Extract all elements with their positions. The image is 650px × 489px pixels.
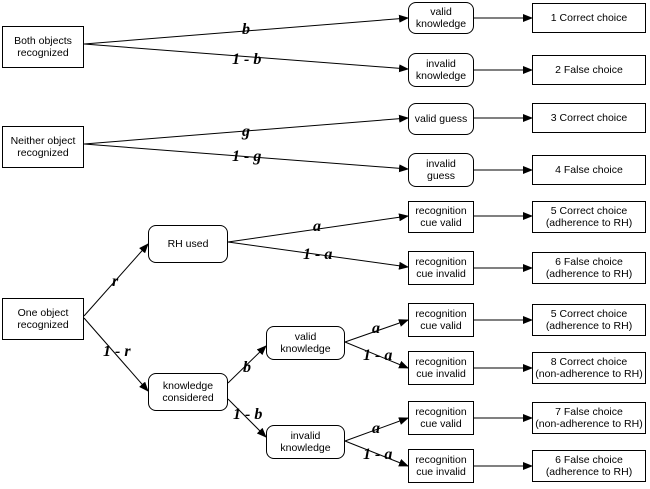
node-recognition-cue-valid-3: recognition cue valid	[408, 401, 474, 435]
node-neither-recognized: Neither object recognized	[2, 126, 84, 168]
node-recognition-cue-valid-1: recognition cue valid	[408, 201, 474, 233]
node-recognition-cue-invalid-2: recognition cue invalid	[408, 351, 474, 385]
node-recognition-cue-invalid-1: recognition cue invalid	[408, 251, 474, 285]
edge-kc-vk	[227, 345, 267, 384]
node-rh-used: RH used	[148, 225, 228, 263]
prob-label-b-top: b	[242, 21, 250, 38]
node-knowledge-considered: knowledge considered	[148, 373, 228, 411]
edge-rh-rci	[227, 241, 409, 270]
outcome-4-false: 4 False choice	[532, 155, 646, 185]
edge-vk-rcv2	[344, 319, 409, 343]
prob-label-b-low: b	[243, 359, 251, 376]
node-valid-guess: valid guess	[408, 103, 474, 135]
edge-both-invalid	[83, 43, 409, 73]
node-invalid-guess: invalid guess	[408, 153, 474, 187]
prob-label-one-minus-b-low: 1 - b	[233, 406, 263, 423]
prob-label-one-minus-a-valid-knowledge: 1 - a	[363, 347, 393, 364]
node-both-recognized: Both objects recognized	[2, 26, 84, 68]
edge-vk-rci2	[344, 341, 409, 369]
prob-label-one-minus-a-rh: 1 - a	[303, 246, 333, 263]
outcome-3-correct: 3 Correct choice	[532, 103, 646, 133]
outcome-1-correct: 1 Correct choice	[532, 3, 646, 33]
prob-label-one-minus-b-top: 1 - b	[232, 51, 262, 68]
node-invalid-knowledge-low: invalid knowledge	[266, 425, 345, 459]
node-valid-knowledge-top: valid knowledge	[408, 2, 474, 34]
prob-label-a-rh: a	[313, 218, 321, 235]
edge-rh-rcv	[227, 213, 409, 243]
outcome-8-correct-non-adherence: 8 Correct choice (non-adherence to RH)	[532, 352, 646, 384]
node-valid-knowledge-low: valid knowledge	[266, 326, 345, 360]
prob-label-g: g	[242, 123, 250, 140]
node-one-recognized: One object recognized	[2, 298, 84, 340]
prob-label-one-minus-g: 1 - g	[232, 148, 262, 165]
outcome-6-false-adherence-b: 6 False choice (adherence to RH)	[532, 450, 646, 482]
edge-kc-ik	[227, 398, 267, 438]
node-recognition-cue-invalid-3: recognition cue invalid	[408, 449, 474, 483]
edge-neither-invalid	[83, 143, 409, 173]
prob-label-one-minus-r: 1 - r	[103, 343, 131, 360]
outcome-7-false-non-adherence: 7 False choice (non-adherence to RH)	[532, 402, 646, 434]
edge-neither-valid	[83, 114, 409, 145]
prob-label-a-valid-knowledge: a	[372, 320, 380, 337]
outcome-2-false: 2 False choice	[532, 55, 646, 85]
outcome-5-correct-adherence-b: 5 Correct choice (adherence to RH)	[532, 304, 646, 336]
prob-label-a-invalid-knowledge: a	[372, 420, 380, 437]
node-recognition-cue-valid-2: recognition cue valid	[408, 303, 474, 337]
edge-one-knowledge	[83, 317, 149, 392]
edge-both-valid	[83, 14, 409, 45]
outcome-6-false-adherence-a: 6 False choice (adherence to RH)	[532, 252, 646, 284]
edge-one-rh	[83, 243, 149, 317]
prob-label-one-minus-a-invalid-knowledge: 1 - a	[363, 446, 393, 463]
edge-ik-rcv3	[344, 417, 409, 442]
outcome-5-correct-adherence-a: 5 Correct choice (adherence to RH)	[532, 201, 646, 233]
node-invalid-knowledge-top: invalid knowledge	[408, 53, 474, 87]
prob-label-r: r	[112, 273, 119, 290]
edge-ik-rci3	[344, 440, 409, 467]
